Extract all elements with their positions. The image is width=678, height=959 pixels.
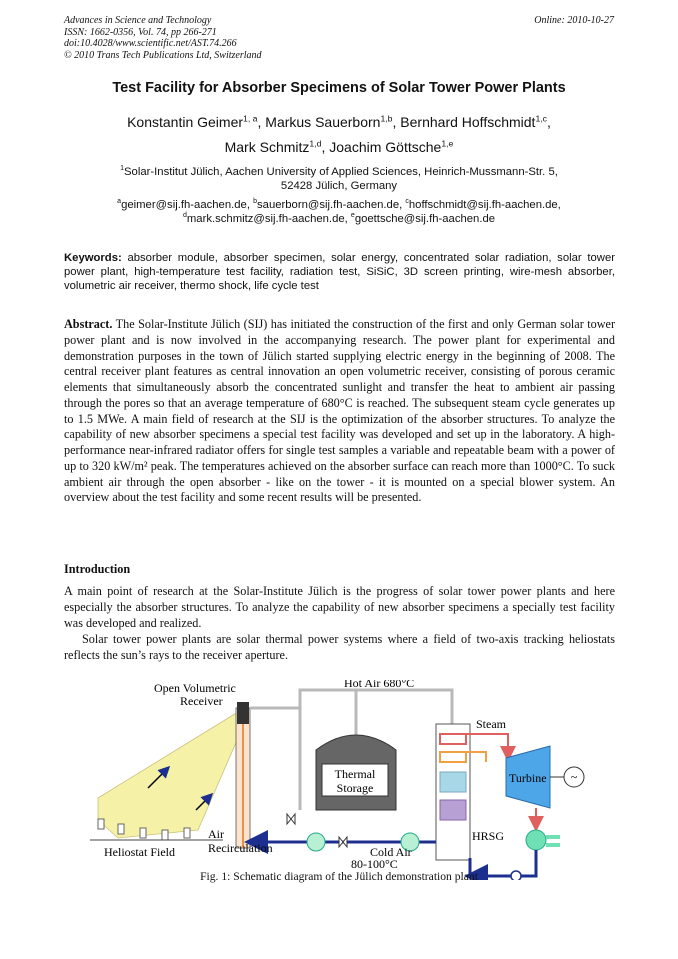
sun-ray-arrow bbox=[195, 792, 214, 811]
keywords-label: Keywords: bbox=[64, 252, 122, 264]
author-line-2: Mark Schmitz1,d, Joachim Göttsche1,e bbox=[0, 139, 678, 155]
paper-title: Test Facility for Absorber Specimens of … bbox=[112, 80, 566, 96]
email-sup: b bbox=[253, 198, 258, 206]
email-a[interactable]: geimer@sij.fh-aachen.de, bbox=[121, 199, 254, 211]
author-name: Markus Sauerborn bbox=[265, 114, 381, 130]
hrsg-label: HRSG bbox=[472, 829, 504, 843]
receiver-label-line-1: Open Volumetric bbox=[154, 681, 236, 695]
author-sep: , bbox=[547, 114, 551, 130]
author-name: Bernhard Hoffschmidt bbox=[400, 114, 536, 130]
valve-icon bbox=[286, 812, 296, 826]
affiliation-line-1: Solar-Institut Jülich, Aachen University… bbox=[124, 166, 558, 178]
intro-paragraph-1: A main point of research at the Solar-In… bbox=[64, 584, 615, 630]
abstract: Abstract. The Solar-Institute Jülich (SI… bbox=[64, 317, 615, 506]
condenser-coil bbox=[546, 835, 560, 839]
feed-line bbox=[466, 751, 487, 762]
email-sup: d bbox=[182, 212, 187, 220]
blower-icon bbox=[306, 832, 326, 852]
keywords: Keywords: absorber module, absorber spec… bbox=[64, 251, 615, 294]
recirculation-label: Recirculation bbox=[208, 841, 273, 855]
affiliation: 1Solar-Institut Jülich, Aachen Universit… bbox=[0, 165, 678, 193]
hrsg-coil bbox=[439, 733, 467, 745]
air-label: Air bbox=[208, 827, 224, 841]
email-sup: a bbox=[117, 198, 122, 206]
author-sup: 1,e bbox=[441, 138, 454, 149]
condenser-coil bbox=[546, 843, 560, 847]
author-line-1: Konstantin Geimer1, a, Markus Sauerborn1… bbox=[0, 114, 678, 130]
affiliation-line-2: 52428 Jülich, Germany bbox=[280, 180, 398, 192]
email-b[interactable]: sauerborn@sij.fh-aachen.de, bbox=[257, 199, 406, 211]
author-sep: , bbox=[257, 114, 266, 130]
sunlight-beam bbox=[97, 711, 239, 839]
email-e[interactable]: goettsche@sij.fh-aachen.de bbox=[354, 213, 496, 225]
hrsg-coils bbox=[439, 733, 467, 821]
email-list: ageimer@sij.fh-aachen.de, bsauerborn@sij… bbox=[0, 198, 678, 226]
storage-label: Storage bbox=[337, 781, 374, 795]
hot-air-pipe bbox=[250, 688, 454, 735]
abstract-text: The Solar-Institute Jülich (SIJ) has ini… bbox=[64, 317, 615, 505]
thermal-label: Thermal bbox=[335, 767, 376, 781]
affiliation-sup: 1 bbox=[120, 165, 125, 173]
hrsg-coil bbox=[439, 771, 467, 793]
hot-air-label: Hot Air 680°C bbox=[344, 680, 414, 690]
author-sup: 1, a bbox=[243, 113, 258, 124]
heliostats bbox=[97, 818, 191, 841]
journal-name: Advances in Science and Technology bbox=[64, 15, 212, 26]
hrsg-coil bbox=[439, 799, 467, 821]
heliostat-field-label: Heliostat Field bbox=[104, 845, 175, 859]
heliostat-mirror bbox=[161, 829, 169, 841]
author-name: Konstantin Geimer bbox=[127, 114, 244, 130]
keywords-text: absorber module, absorber specimen, sola… bbox=[64, 252, 615, 293]
author-name: Joachim Göttsche bbox=[329, 139, 442, 155]
author-sep: , bbox=[392, 114, 401, 130]
feed-pump-icon bbox=[510, 870, 522, 880]
email-c[interactable]: hoffschmidt@sij.fh-aachen.de, bbox=[408, 199, 561, 211]
heliostat-mirror bbox=[139, 827, 147, 839]
volumetric-receiver bbox=[237, 702, 249, 724]
steam-line bbox=[466, 733, 516, 762]
issn: ISSN: 1662-0356, Vol. 74, pp 266-271 bbox=[64, 26, 217, 38]
hrsg-coil bbox=[439, 751, 467, 763]
cold-air-temp-label: 80-100°C bbox=[351, 857, 398, 871]
thermal-storage-label-box bbox=[321, 763, 389, 797]
steam-label: Steam bbox=[476, 717, 507, 731]
cold-air-label: Cold Air bbox=[370, 845, 412, 859]
author-sep: , bbox=[321, 139, 330, 155]
heliostat-mirror bbox=[183, 827, 191, 839]
author-name: Mark Schmitz bbox=[224, 139, 310, 155]
turbine-label: Turbine bbox=[509, 771, 547, 785]
condenser-pump-icon bbox=[525, 829, 547, 851]
email-sup: c bbox=[405, 198, 409, 206]
turbine bbox=[505, 745, 551, 809]
receiver-label-line-2: Receiver bbox=[180, 694, 223, 708]
valve-icon bbox=[338, 835, 348, 849]
intro-paragraph-2: Solar tower power plants are solar therm… bbox=[64, 632, 615, 662]
heliostat-mirror bbox=[97, 818, 105, 830]
plant-schematic-figure: Thermal Storage HRSG Steam Turbine ~ Ope… bbox=[90, 680, 585, 880]
generator-icon bbox=[563, 766, 585, 788]
journal-header: Advances in Science and Technology ISSN:… bbox=[64, 15, 262, 61]
abstract-label: Abstract. bbox=[64, 317, 113, 331]
section-heading-introduction: Introduction bbox=[64, 562, 131, 576]
generator-symbol: ~ bbox=[571, 770, 578, 784]
sun-ray-arrow bbox=[147, 765, 171, 789]
heliostat-mirror bbox=[117, 823, 125, 835]
email-sup: e bbox=[350, 212, 355, 220]
email-d[interactable]: mark.schmitz@sij.fh-aachen.de, bbox=[186, 213, 351, 225]
author-sup: 1,c bbox=[535, 113, 548, 124]
copyright: © 2010 Trans Tech Publications Ltd, Swit… bbox=[64, 49, 262, 61]
blower-icon bbox=[400, 832, 420, 852]
doi: doi:10.4028/www.scientific.net/AST.74.26… bbox=[64, 38, 237, 50]
figure-caption: Fig. 1: Schematic diagram of the Jülich … bbox=[200, 870, 478, 883]
online-date: Online: 2010-10-27 bbox=[534, 15, 614, 26]
author-sup: 1,b bbox=[380, 113, 393, 124]
author-sup: 1,d bbox=[309, 138, 322, 149]
